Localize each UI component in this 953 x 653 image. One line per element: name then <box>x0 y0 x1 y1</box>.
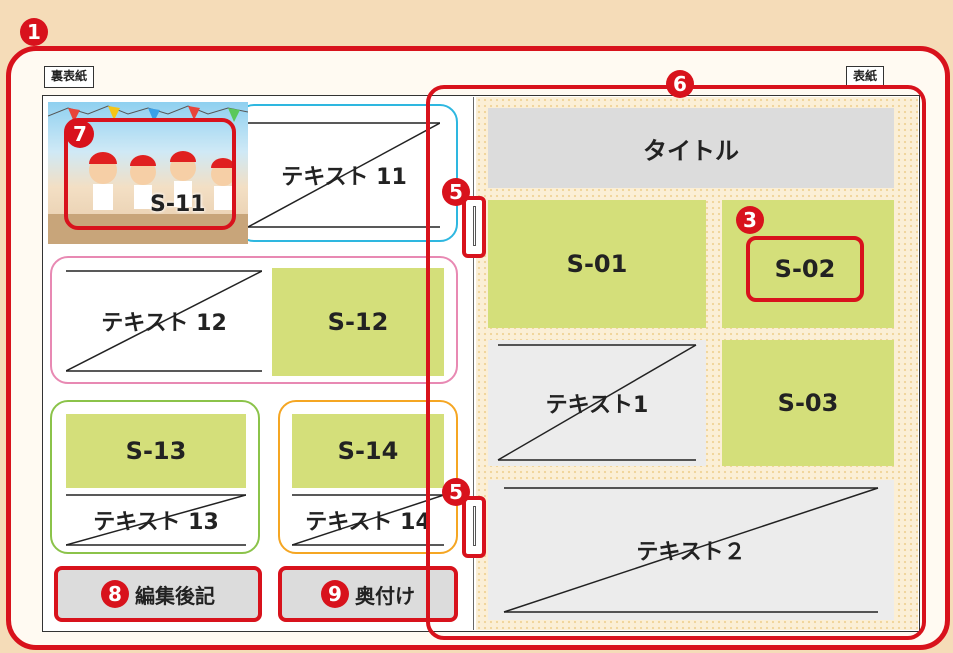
hinge-bottom-slot <box>473 506 476 546</box>
marker-6: 6 <box>666 70 694 98</box>
s02-highlight[interactable]: S-02 <box>746 236 864 302</box>
text-2-label: テキスト２ <box>636 540 746 565</box>
text-2-box[interactable]: テキスト２ <box>488 480 894 620</box>
text-13-label: テキスト 13 <box>93 510 219 535</box>
text-11-box[interactable]: テキスト 11 <box>248 122 440 228</box>
front-cover-highlight <box>426 85 926 640</box>
marker-8: 8 <box>101 580 129 608</box>
slot-s01[interactable]: S-01 <box>488 200 706 328</box>
colophon-label: 奥付け <box>355 583 415 608</box>
marker-5-bottom: 5 <box>442 478 470 506</box>
slot-s12[interactable]: S-12 <box>272 268 444 376</box>
s11-label: S-11 <box>150 192 206 217</box>
text-1-label: テキスト1 <box>545 393 649 418</box>
slot-s03[interactable]: S-03 <box>722 340 894 466</box>
group-13 <box>50 400 260 554</box>
spine-line <box>473 97 474 630</box>
text-12-label: テキスト 12 <box>101 311 227 336</box>
slot-s13[interactable]: S-13 <box>66 414 246 488</box>
editors-note-label: 編集後記 <box>135 583 215 608</box>
marker-5-top: 5 <box>442 178 470 206</box>
marker-1: 1 <box>20 18 48 46</box>
text-13-box[interactable]: テキスト 13 <box>66 494 246 546</box>
slot-s14[interactable]: S-14 <box>292 414 444 488</box>
text-14-label: テキスト 14 <box>305 510 431 535</box>
marker-7: 7 <box>66 120 94 148</box>
text-12-box[interactable]: テキスト 12 <box>66 270 262 372</box>
text-1-box[interactable]: テキスト1 <box>488 340 706 466</box>
editors-note-button[interactable]: 8 編集後記 <box>54 566 262 622</box>
group-14 <box>278 400 458 554</box>
text-11-label: テキスト 11 <box>281 165 407 190</box>
group-12 <box>50 256 458 384</box>
s11-highlight[interactable] <box>64 118 236 230</box>
title-slot[interactable]: タイトル <box>488 108 894 188</box>
marker-9: 9 <box>321 580 349 608</box>
text-14-box[interactable]: テキスト 14 <box>292 494 444 546</box>
back-cover-label: 裏表紙 <box>44 66 95 88</box>
marker-3: 3 <box>736 206 764 234</box>
hinge-top-slot <box>473 206 476 246</box>
